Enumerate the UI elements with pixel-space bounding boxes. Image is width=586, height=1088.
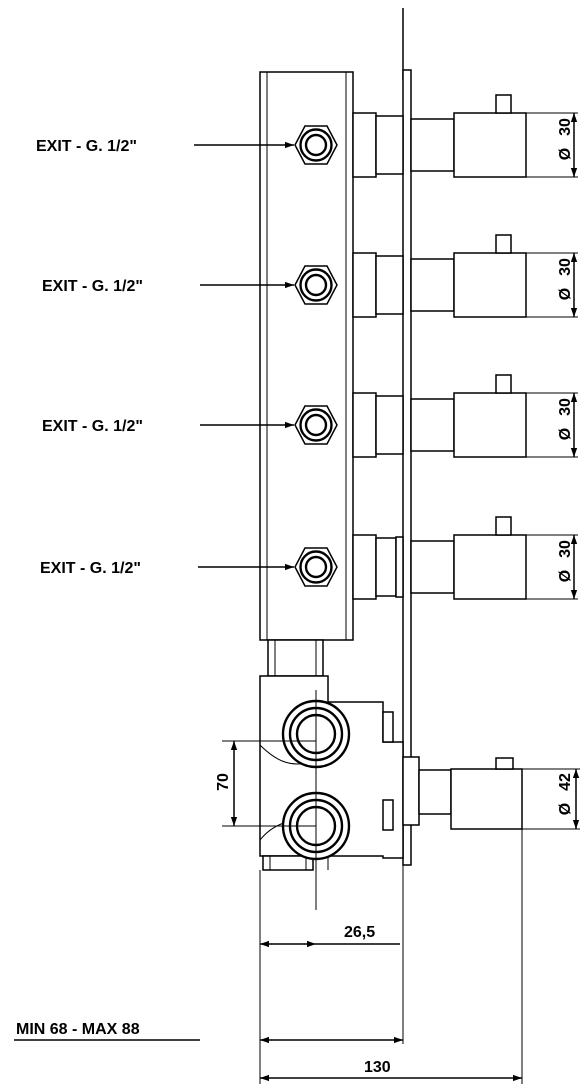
outlet-fittings — [294, 125, 338, 587]
svg-text:30: 30 — [557, 540, 574, 558]
valve-diameter-dim-3 — [526, 392, 578, 458]
svg-text:42: 42 — [557, 773, 574, 791]
exit-label-4: EXIT - G. 1/2" — [40, 560, 141, 577]
svg-text:Ø: Ø — [557, 570, 574, 582]
exit-label-3: EXIT - G. 1/2" — [42, 418, 143, 435]
bottom-dimensions — [14, 829, 523, 1084]
wall-plate — [402, 8, 412, 866]
outlet-fitting-2 — [294, 265, 338, 305]
valve-diameter-label-1: Ø 30 — [557, 118, 574, 160]
svg-text:30: 30 — [557, 258, 574, 276]
stop-valve-3 — [352, 374, 527, 458]
mixer-diameter-dim — [522, 768, 580, 830]
inlet-spacing-label: 70 — [215, 773, 232, 791]
valve-diameter-dims — [526, 112, 578, 600]
exit-label-2: EXIT - G. 1/2" — [42, 278, 143, 295]
outlet-fitting-3 — [294, 405, 338, 445]
total-depth-label: 130 — [364, 1059, 391, 1076]
valve-diameter-dim-4 — [526, 534, 578, 600]
svg-text:Ø: Ø — [557, 288, 574, 300]
stop-valve-1 — [352, 94, 527, 178]
valve-diameter-label-4: Ø 30 — [557, 540, 574, 582]
valve-diameter-dim-2 — [526, 252, 578, 318]
svg-text:30: 30 — [557, 118, 574, 136]
offset-label: 26,5 — [344, 924, 375, 941]
exit-label-1: EXIT - G. 1/2" — [36, 138, 137, 155]
min-max-label: MIN 68 - MAX 88 — [16, 1021, 140, 1038]
mixer-diameter-label: Ø 42 — [557, 773, 574, 815]
stop-valve-4 — [352, 516, 527, 600]
inlet-spacing-dim — [222, 740, 316, 827]
stop-valve-2 — [352, 234, 527, 318]
valve-diameter-label-3: Ø 30 — [557, 398, 574, 440]
stop-valves — [352, 94, 527, 600]
outlet-fitting-1 — [294, 125, 338, 165]
thermostat-cartridge — [402, 756, 523, 830]
svg-text:Ø: Ø — [557, 803, 574, 815]
svg-text:30: 30 — [557, 398, 574, 416]
svg-text:Ø: Ø — [557, 428, 574, 440]
valve-diameter-dim-1 — [526, 112, 578, 178]
manifold-body — [259, 71, 354, 677]
exit-leaders — [194, 141, 294, 571]
outlet-fitting-4 — [294, 547, 338, 587]
svg-text:Ø: Ø — [557, 148, 574, 160]
valve-diameter-label-2: Ø 30 — [557, 258, 574, 300]
